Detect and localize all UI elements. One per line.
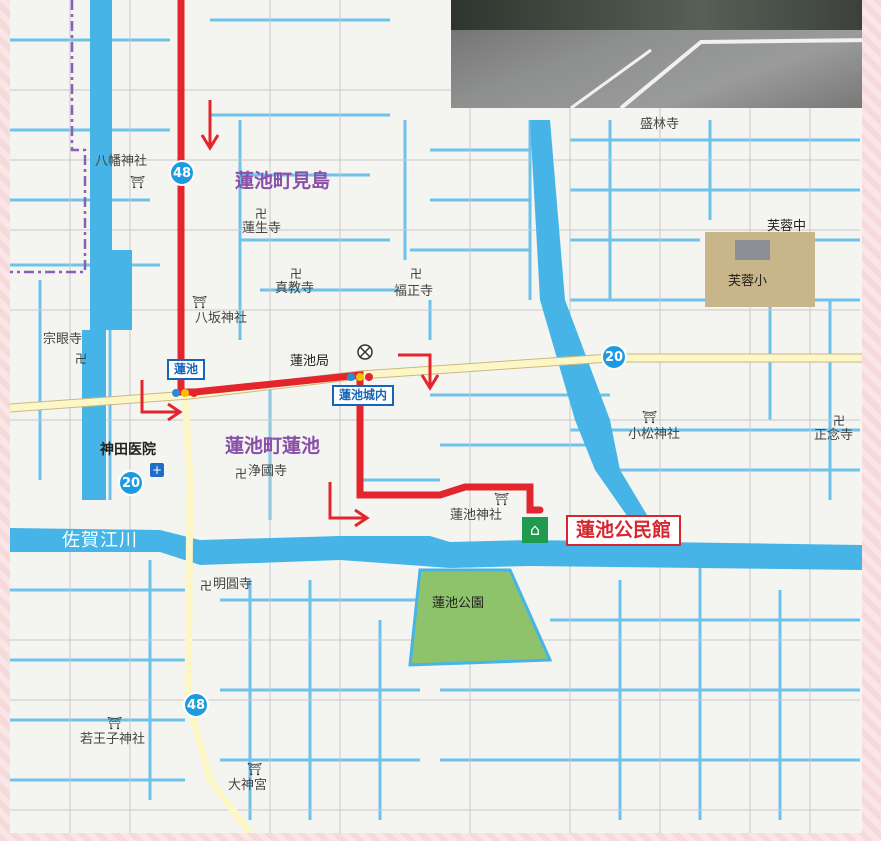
- saga-e-river: [10, 528, 862, 570]
- community-hall-photo: [451, 0, 862, 108]
- temple-label: 蓮生寺: [242, 221, 282, 236]
- shrine-icon: ⛩: [130, 175, 146, 189]
- destination-label: 蓮池公民館: [566, 515, 682, 546]
- shrine-icon: ⛩: [494, 492, 510, 506]
- route-20-shield: 20: [118, 470, 144, 496]
- temple-icon: 卍: [833, 414, 846, 428]
- hasuike-park: [408, 568, 553, 667]
- shrine-icon: ⛩: [642, 410, 658, 424]
- river-label: 佐賀江川: [62, 530, 138, 551]
- temple-label: 盛林寺: [640, 117, 680, 132]
- temple-icon: 卍: [410, 267, 423, 281]
- temple-label: 宗眼寺: [43, 332, 83, 347]
- route-48-shield: 48: [169, 160, 195, 186]
- shrine-icon: ⛩: [107, 716, 123, 730]
- route-20-shield: 20: [601, 344, 627, 370]
- main-canals: [82, 0, 650, 520]
- temple-icon: 卍: [255, 207, 268, 221]
- shrine-icon: ⛩: [247, 762, 263, 776]
- temple-icon: 卍: [75, 352, 88, 366]
- shrine-label: 蓮池神社: [450, 508, 503, 523]
- temple-label: 浄國寺: [248, 464, 288, 479]
- route-48-shield: 48: [183, 692, 209, 718]
- clinic-label: 神田医院: [100, 442, 156, 458]
- shrine-icon: ⛩: [192, 295, 208, 309]
- community-hall-icon: ⌂: [522, 517, 548, 543]
- map-canvas: 48 20 20 48 蓮池町見島 蓮池町蓮池 佐賀江川 八幡神社 ⛩ 卍 蓮生…: [10, 0, 862, 833]
- area-label: 蓮池町見島: [235, 170, 331, 192]
- temple-label: 正念寺: [814, 428, 854, 443]
- temple-label: 明圓寺: [213, 577, 253, 592]
- school-label: 芙蓉小: [728, 274, 768, 289]
- post-office-label: 蓮池局: [290, 354, 330, 369]
- map-graphics: [10, 0, 862, 833]
- park-label: 蓮池公園: [432, 596, 485, 611]
- district-boundary: [10, 0, 87, 274]
- temple-label: 福正寺: [394, 284, 434, 299]
- shrine-label: 大神宮: [228, 778, 268, 793]
- school-label: 芙蓉中: [767, 219, 807, 234]
- shrine-label: 小松神社: [628, 427, 681, 442]
- temple-icon: 卍: [200, 579, 213, 593]
- temple-label: 真教寺: [275, 281, 315, 296]
- shrine-label: 八坂神社: [195, 311, 248, 326]
- signal-label: 蓮池: [167, 359, 206, 381]
- temple-icon: 卍: [235, 467, 248, 481]
- temple-icon: 卍: [290, 267, 303, 281]
- parcel-lines: [10, 0, 860, 833]
- shrine-label: 若王子神社: [80, 732, 146, 747]
- area-label: 蓮池町蓮池: [225, 435, 321, 457]
- traffic-lights: [172, 373, 373, 397]
- clinic-icon: +: [150, 463, 164, 477]
- direction-arrows: [140, 100, 440, 528]
- signal-label: 蓮池城内: [332, 385, 395, 407]
- shrine-label: 八幡神社: [95, 154, 148, 169]
